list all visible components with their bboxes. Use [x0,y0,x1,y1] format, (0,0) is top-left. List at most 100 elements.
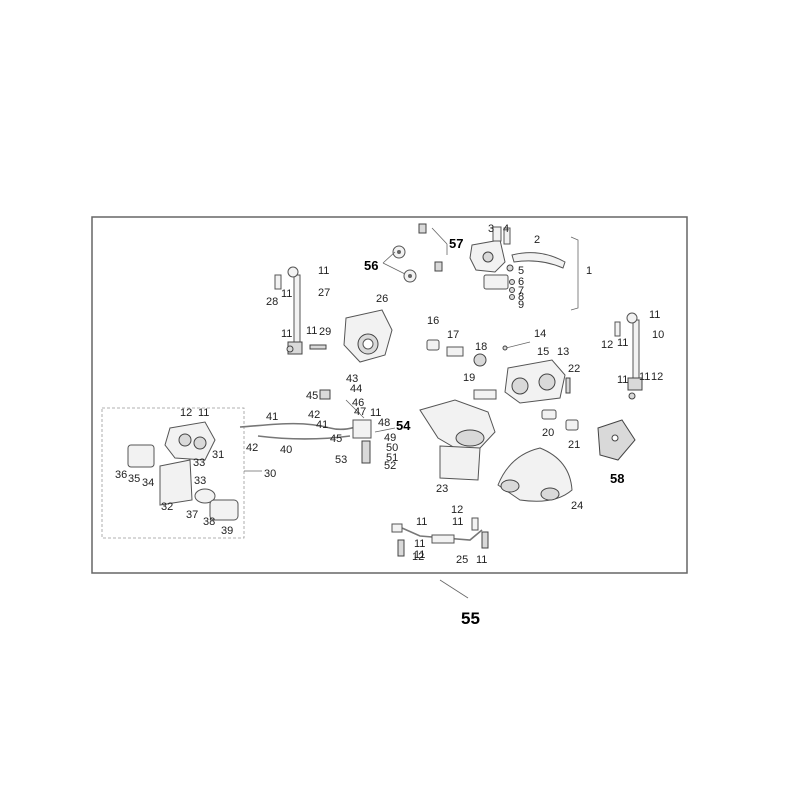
callout-30: 30 [264,468,276,480]
callout-12: 12 [412,551,424,563]
callout-33: 33 [194,475,206,487]
callout-50: 50 [386,442,398,454]
callout-7: 7 [518,285,524,297]
callout-19: 19 [463,372,475,384]
callout-25: 25 [456,554,468,566]
callout-57: 57 [449,236,463,251]
part-58 [597,419,636,461]
caliper-subassembly-box [101,407,245,539]
callout-2: 2 [534,234,540,246]
callout-8: 8 [518,291,524,303]
callout-5: 5 [518,265,524,277]
callout-45: 45 [330,433,342,445]
callout-21: 21 [568,439,580,451]
callout-29: 29 [319,326,331,338]
callout-58: 58 [610,471,624,486]
callout-36: 36 [115,469,127,481]
callout-11: 11 [617,374,628,386]
leader-46 [345,399,365,419]
upper-right-hose [614,312,643,400]
callout-46: 46 [352,397,364,409]
callout-47: 47 [354,406,366,418]
callout-11: 11 [281,328,292,340]
callout-24: 24 [571,500,583,512]
callout-23: 23 [436,483,448,495]
callout-11: 11 [649,309,660,321]
bracket-23 [419,399,496,481]
master-cylinder-small-parts [483,264,515,300]
callout-11: 11 [370,407,381,419]
callout-40: 40 [280,444,292,456]
callout-14: 14 [534,328,546,340]
callout-11: 11 [416,516,427,528]
callout-53: 53 [335,454,347,466]
callout-31: 31 [212,449,224,461]
part-26-bracket [343,309,393,363]
callout-11: 11 [617,337,628,349]
callout-42: 42 [246,442,258,454]
callout-11: 11 [281,288,292,300]
pins-20-21 [541,409,579,431]
callout-3: 3 [488,223,494,235]
callout-52: 52 [384,460,396,472]
callout-33: 33 [193,457,205,469]
callout-39: 39 [221,525,233,537]
brake-lever [511,252,566,269]
callout-56: 56 [364,258,378,273]
callout-26: 26 [376,293,388,305]
callout-10: 10 [652,329,664,341]
leader-56 [382,251,406,275]
rear-caliper-assembly [127,421,239,521]
callout-37: 37 [186,509,198,521]
callout-11: 11 [198,407,209,419]
callout-12: 12 [180,407,192,419]
callout-44: 44 [350,383,362,395]
callout-12: 12 [651,371,663,383]
callout-51: 51 [386,452,398,464]
callout-18: 18 [475,341,487,353]
callout-15: 15 [537,346,549,358]
callout-12: 12 [451,504,463,516]
upper-left-hose [274,266,327,355]
leader-55 [439,579,469,599]
callout-11: 11 [414,538,425,550]
callout-27: 27 [318,287,330,299]
callout-35: 35 [128,473,140,485]
callout-49: 49 [384,432,396,444]
callout-28: 28 [266,296,278,308]
callout-38: 38 [203,516,215,528]
pistons-16-19 [426,339,571,400]
leader-54 [374,427,396,433]
assembly-number-55: 55 [461,609,480,628]
callout-17: 17 [447,329,459,341]
callout-34: 34 [142,477,154,489]
callout-13: 13 [557,346,569,358]
callout-11: 11 [476,554,487,566]
junction-block [319,389,372,464]
hardware-56-57 [392,223,443,283]
callout-32: 32 [161,501,173,513]
callout-54: 54 [396,418,411,433]
callout-11: 11 [414,549,425,561]
callout-11: 11 [306,325,317,337]
brake-line-41 [257,435,351,440]
bracket-1 [570,236,579,311]
diagram-frame [91,216,688,574]
callout-11: 11 [318,265,329,277]
caliper-13 [504,359,566,404]
callout-20: 20 [542,427,554,439]
callout-1: 1 [586,265,592,277]
brake-line-40 [239,421,369,431]
callout-45: 45 [306,390,318,402]
callout-11: 11 [639,371,650,383]
callout-43: 43 [346,373,358,385]
lower-hose-25 [391,517,489,557]
leader-57 [431,227,448,245]
callout-6: 6 [518,276,524,288]
master-cylinder [469,226,511,273]
callout-41: 41 [266,411,278,423]
callout-4: 4 [503,223,509,235]
callout-41: 41 [316,419,328,431]
